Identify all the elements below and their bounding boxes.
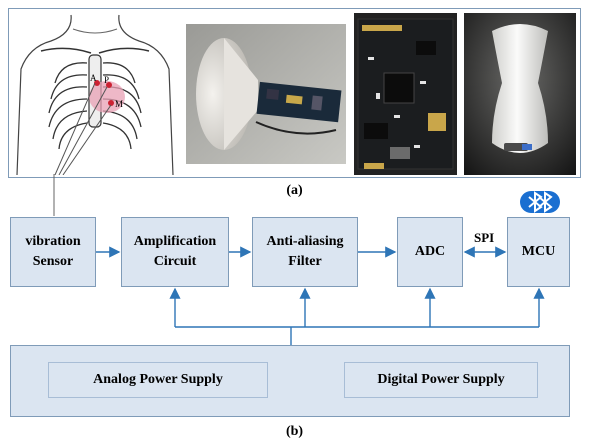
auscultation-label-p: P: [104, 75, 109, 85]
figure-b-caption: (b): [285, 424, 304, 439]
vibration-sensor-block: vibration Sensor: [10, 217, 96, 287]
anti-aliasing-filter-block: Anti-aliasing Filter: [252, 217, 358, 287]
digital-power-supply-block: Digital Power Supply: [344, 362, 538, 398]
figure-a-caption: (a): [286, 183, 303, 198]
auscultation-label-a: A: [90, 73, 97, 83]
auscultation-label-m: M: [115, 99, 123, 109]
chest-sketch: A P M: [11, 11, 177, 175]
pcb-photo: [354, 13, 457, 175]
figure-a-panel: A P M: [8, 8, 581, 178]
analog-power-supply-block: Analog Power Supply: [48, 362, 268, 398]
enclosure-photo: [464, 13, 576, 175]
adc-block: ADC: [397, 217, 463, 287]
sensor-board-photo: [186, 24, 346, 164]
amplification-circuit-block: Amplification Circuit: [121, 217, 229, 287]
spi-label: SPI: [474, 230, 495, 245]
mcu-block: MCU: [507, 217, 570, 287]
bluetooth-icon: [520, 191, 560, 213]
